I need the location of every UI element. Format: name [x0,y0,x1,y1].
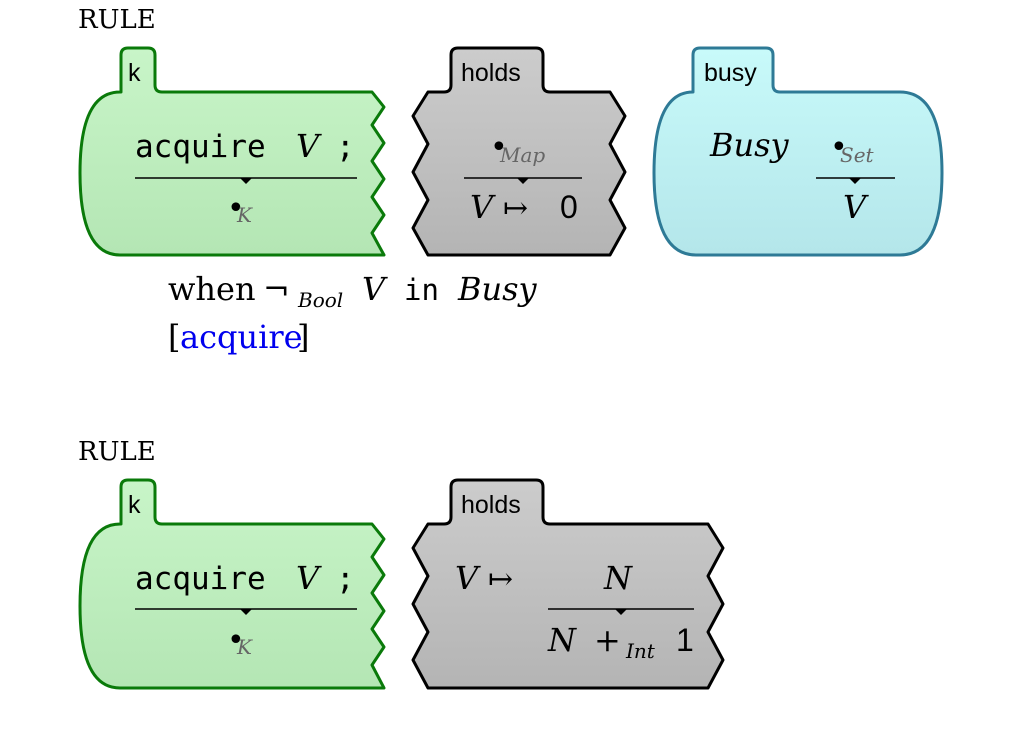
condition-set: Busy [457,270,538,308]
rewrite-arrow-icon [849,178,861,184]
k-cell: k acquire V ; • K [78,478,386,690]
holds-cell-shape [411,478,725,690]
holds-cell-label: holds [461,491,521,519]
maps-to-icon: ↦ [503,191,528,226]
not-icon: ¬ [263,270,290,308]
k-top-code: acquire [135,561,266,597]
holds-bottom-var: V [470,188,496,226]
k-top-code: acquire [135,129,266,165]
in-keyword: in [404,273,439,307]
rewrite-arrow-icon [517,178,529,184]
condition-var: V [362,270,388,308]
holds-bottom-num: 1 [676,622,694,658]
busy-cell: busy Busy • Set V [652,46,944,257]
rewrite-arrow-icon [615,609,627,615]
k-cell: k acquire V ; • K [78,46,386,257]
busy-bottom-var: V [843,188,869,226]
holds-top-dot: • [490,130,508,165]
busy-cell-shape [652,46,944,257]
busy-top-sub: Set [840,143,875,167]
rule-2: RULE k acquire V ; • K holds V ↦ N N + I… [78,437,725,690]
busy-cell-label: busy [704,59,757,87]
not-sub: Bool [297,288,343,312]
rule-heading: RULE [78,437,156,467]
attribute-open-bracket: [ [168,318,180,356]
k-top-semicolon: ; [336,561,355,597]
rewrite-arrow-icon [240,609,252,615]
k-top-var: V [296,559,322,597]
k-top-var: V [296,127,322,165]
holds-cell-label: holds [461,59,521,87]
holds-key-var: V [455,559,481,597]
holds-cell-shape [411,46,627,257]
busy-set-name: Busy [709,126,790,164]
side-condition: when ¬ Bool V in Busy [168,270,538,312]
maps-to-icon: ↦ [488,562,513,597]
k-bottom-dot: • [227,623,245,658]
plus-icon: + [594,621,621,659]
busy-top-dot: • [830,130,848,165]
rule-heading: RULE [78,5,156,35]
holds-top-sub: Map [499,143,545,167]
rule-1: RULE k acquire V ; • K holds • Map V ↦ 0 [78,5,944,356]
holds-bottom-var: N [547,621,577,659]
k-cell-label: k [128,59,141,87]
plus-sub: Int [625,639,656,663]
when-keyword: when [168,270,256,308]
k-bottom-dot: • [227,191,245,226]
k-cell-shape [78,478,386,690]
attribute-label: acquire [180,318,303,356]
holds-cell: holds • Map V ↦ 0 [411,46,627,257]
attribute-close-bracket: ] [297,318,309,356]
rewrite-arrow-icon [240,178,252,184]
k-cell-shape [78,46,386,257]
rule-attribute: [ acquire ] [168,318,309,356]
k-top-semicolon: ; [336,129,355,165]
holds-cell: holds V ↦ N N + Int 1 [411,478,725,690]
k-cell-label: k [128,491,141,519]
k-bottom-sub: K [236,635,253,659]
holds-bottom-num: 0 [560,189,578,225]
k-bottom-sub: K [236,203,253,227]
holds-top-var: N [603,559,633,597]
